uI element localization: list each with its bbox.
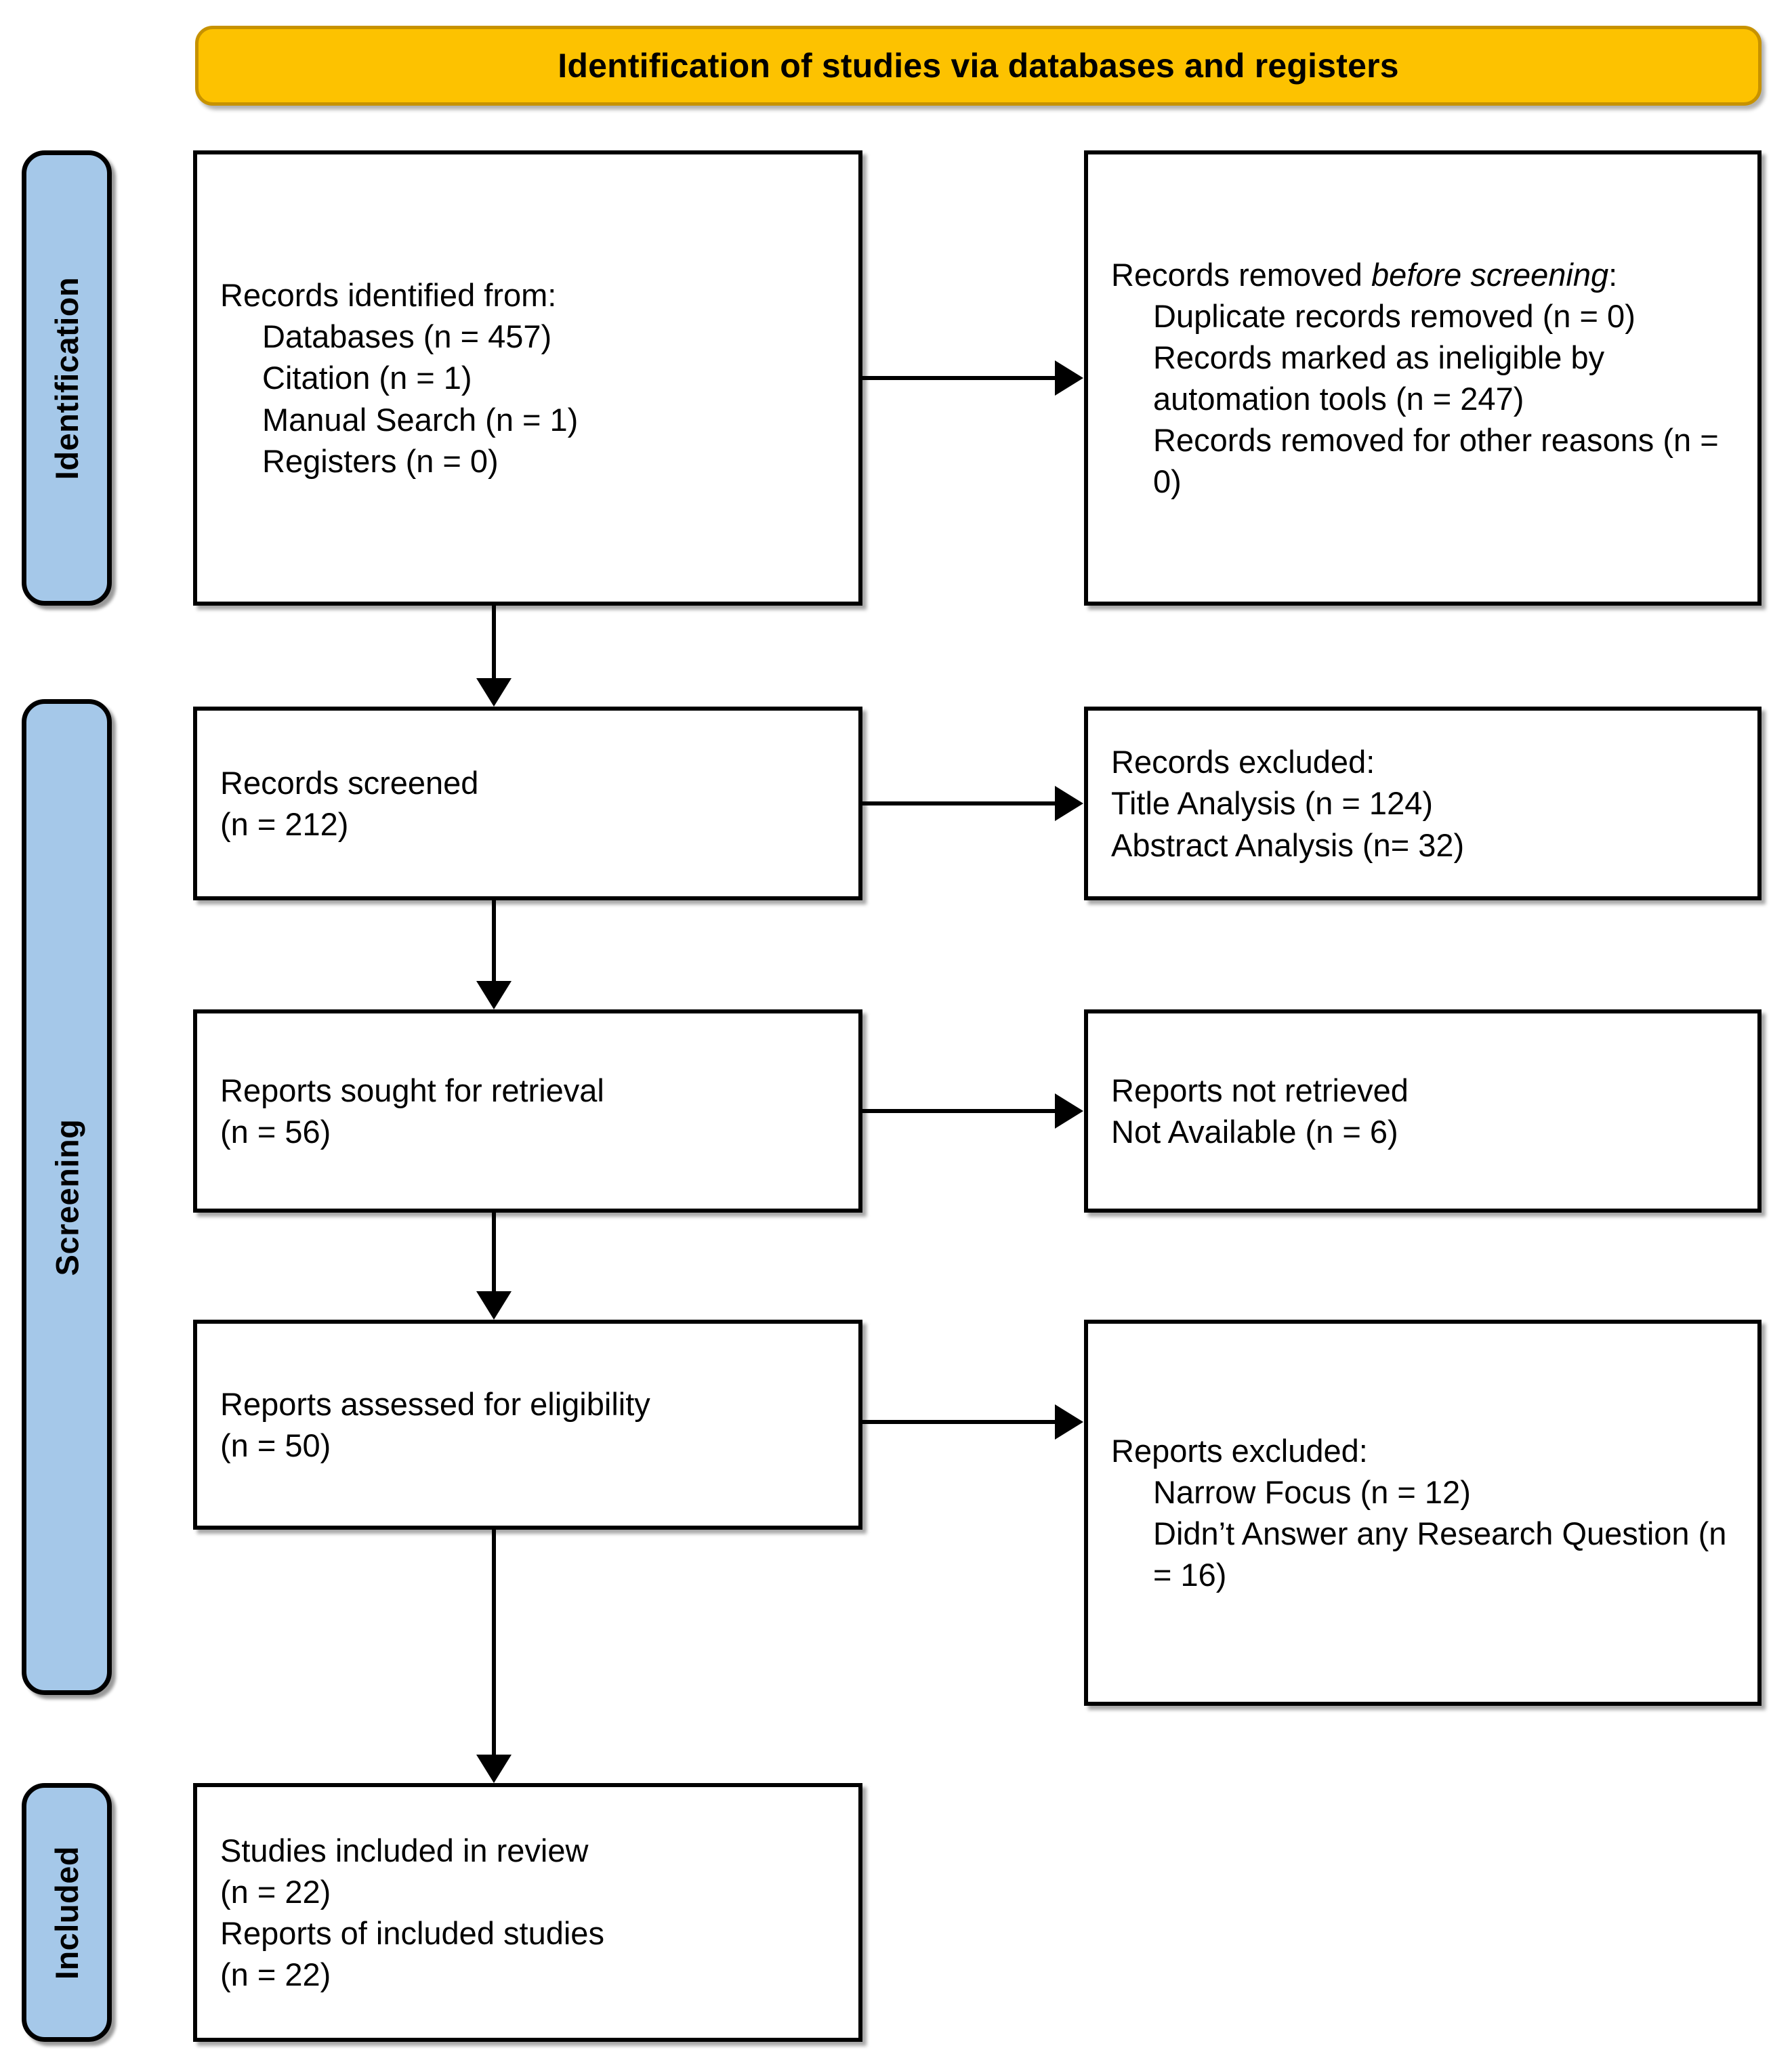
connector-line bbox=[862, 1109, 1055, 1113]
records-removed-title-colon: : bbox=[1608, 256, 1618, 293]
stage-tab-included: Included bbox=[22, 1783, 112, 2042]
connector-line bbox=[862, 376, 1055, 380]
studies-included-line2: (n = 22) bbox=[220, 1873, 331, 1910]
box-studies-included: Studies included in review (n = 22) Repo… bbox=[193, 1783, 862, 2042]
records-removed-title-plain: Records removed bbox=[1111, 256, 1371, 293]
stage-tab-screening: Screening bbox=[22, 699, 112, 1695]
reports-excluded-title: Reports excluded: bbox=[1111, 1432, 1368, 1469]
connector-line bbox=[862, 801, 1055, 805]
connector-line bbox=[492, 1213, 496, 1293]
records-removed-item-other: Records removed for other reasons (n = 0… bbox=[1153, 422, 1728, 500]
studies-included-line3: Reports of included studies bbox=[220, 1915, 604, 1951]
reports-excluded-item-narrow-focus: Narrow Focus (n = 12) bbox=[1153, 1473, 1471, 1510]
records-removed-title-emphasis: before screening bbox=[1371, 256, 1609, 293]
box-reports-excluded: Reports excluded: Narrow Focus (n = 12) … bbox=[1084, 1320, 1762, 1706]
box-records-removed-before-screening: Records removed before screening: Duplic… bbox=[1084, 150, 1762, 606]
records-identified-item-registers: Registers (n = 0) bbox=[262, 442, 499, 479]
arrow-head-down-icon bbox=[476, 1291, 512, 1320]
studies-included-line1: Studies included in review bbox=[220, 1832, 589, 1868]
records-excluded-item-title-analysis: Title Analysis (n = 124) bbox=[1111, 785, 1434, 822]
stage-tab-included-label: Included bbox=[49, 1845, 85, 1980]
records-identified-title: Records identified from: bbox=[220, 277, 557, 314]
box-reports-sought-for-retrieval: Reports sought for retrieval (n = 56) bbox=[193, 1009, 862, 1213]
stage-tab-screening-label: Screening bbox=[49, 1118, 85, 1276]
reports-assessed-line1: Reports assessed for eligibility bbox=[220, 1385, 650, 1422]
reports-not-retrieved-line1: Reports not retrieved bbox=[1111, 1072, 1409, 1108]
records-removed-item-duplicates: Duplicate records removed (n = 0) bbox=[1153, 297, 1635, 334]
records-screened-line2: (n = 212) bbox=[220, 806, 349, 842]
reports-excluded-item-no-research-question: Didn’t Answer any Research Question (n =… bbox=[1153, 1515, 1736, 1593]
reports-sought-line2: (n = 56) bbox=[220, 1114, 331, 1150]
records-excluded-title: Records excluded: bbox=[1111, 744, 1375, 780]
reports-sought-line1: Reports sought for retrieval bbox=[220, 1072, 604, 1108]
connector-line bbox=[492, 900, 496, 982]
reports-not-retrieved-line2: Not Available (n = 6) bbox=[1111, 1114, 1398, 1150]
records-identified-item-manual-search: Manual Search (n = 1) bbox=[262, 401, 579, 438]
arrow-head-down-icon bbox=[476, 1755, 512, 1783]
box-reports-not-retrieved: Reports not retrieved Not Available (n =… bbox=[1084, 1009, 1762, 1213]
records-identified-item-citation: Citation (n = 1) bbox=[262, 360, 472, 396]
records-removed-item-automation: Records marked as ineligible by automati… bbox=[1153, 339, 1614, 417]
box-records-excluded: Records excluded: Title Analysis (n = 12… bbox=[1084, 707, 1762, 900]
arrow-head-down-icon bbox=[476, 981, 512, 1009]
records-identified-item-databases: Databases (n = 457) bbox=[262, 318, 552, 355]
box-records-identified: Records identified from: Databases (n = … bbox=[193, 150, 862, 606]
box-records-screened: Records screened (n = 212) bbox=[193, 707, 862, 900]
arrow-head-right-icon bbox=[1055, 786, 1083, 821]
arrow-head-down-icon bbox=[476, 678, 512, 707]
diagram-title: Identification of studies via databases … bbox=[558, 46, 1399, 85]
box-reports-assessed-for-eligibility: Reports assessed for eligibility (n = 50… bbox=[193, 1320, 862, 1530]
diagram-header-banner: Identification of studies via databases … bbox=[195, 26, 1762, 106]
arrow-head-right-icon bbox=[1055, 1093, 1083, 1129]
records-excluded-item-abstract-analysis: Abstract Analysis (n= 32) bbox=[1111, 826, 1465, 863]
studies-included-line4: (n = 22) bbox=[220, 1956, 331, 1993]
connector-line bbox=[862, 1420, 1055, 1424]
records-screened-line1: Records screened bbox=[220, 764, 479, 801]
arrow-head-right-icon bbox=[1055, 360, 1083, 396]
records-removed-title: Records removed before screening: bbox=[1111, 254, 1734, 295]
connector-line bbox=[492, 1530, 496, 1756]
reports-assessed-line2: (n = 50) bbox=[220, 1427, 331, 1463]
stage-tab-identification-label: Identification bbox=[49, 276, 85, 480]
connector-line bbox=[492, 606, 496, 679]
arrow-head-right-icon bbox=[1055, 1404, 1083, 1440]
stage-tab-identification: Identification bbox=[22, 150, 112, 606]
